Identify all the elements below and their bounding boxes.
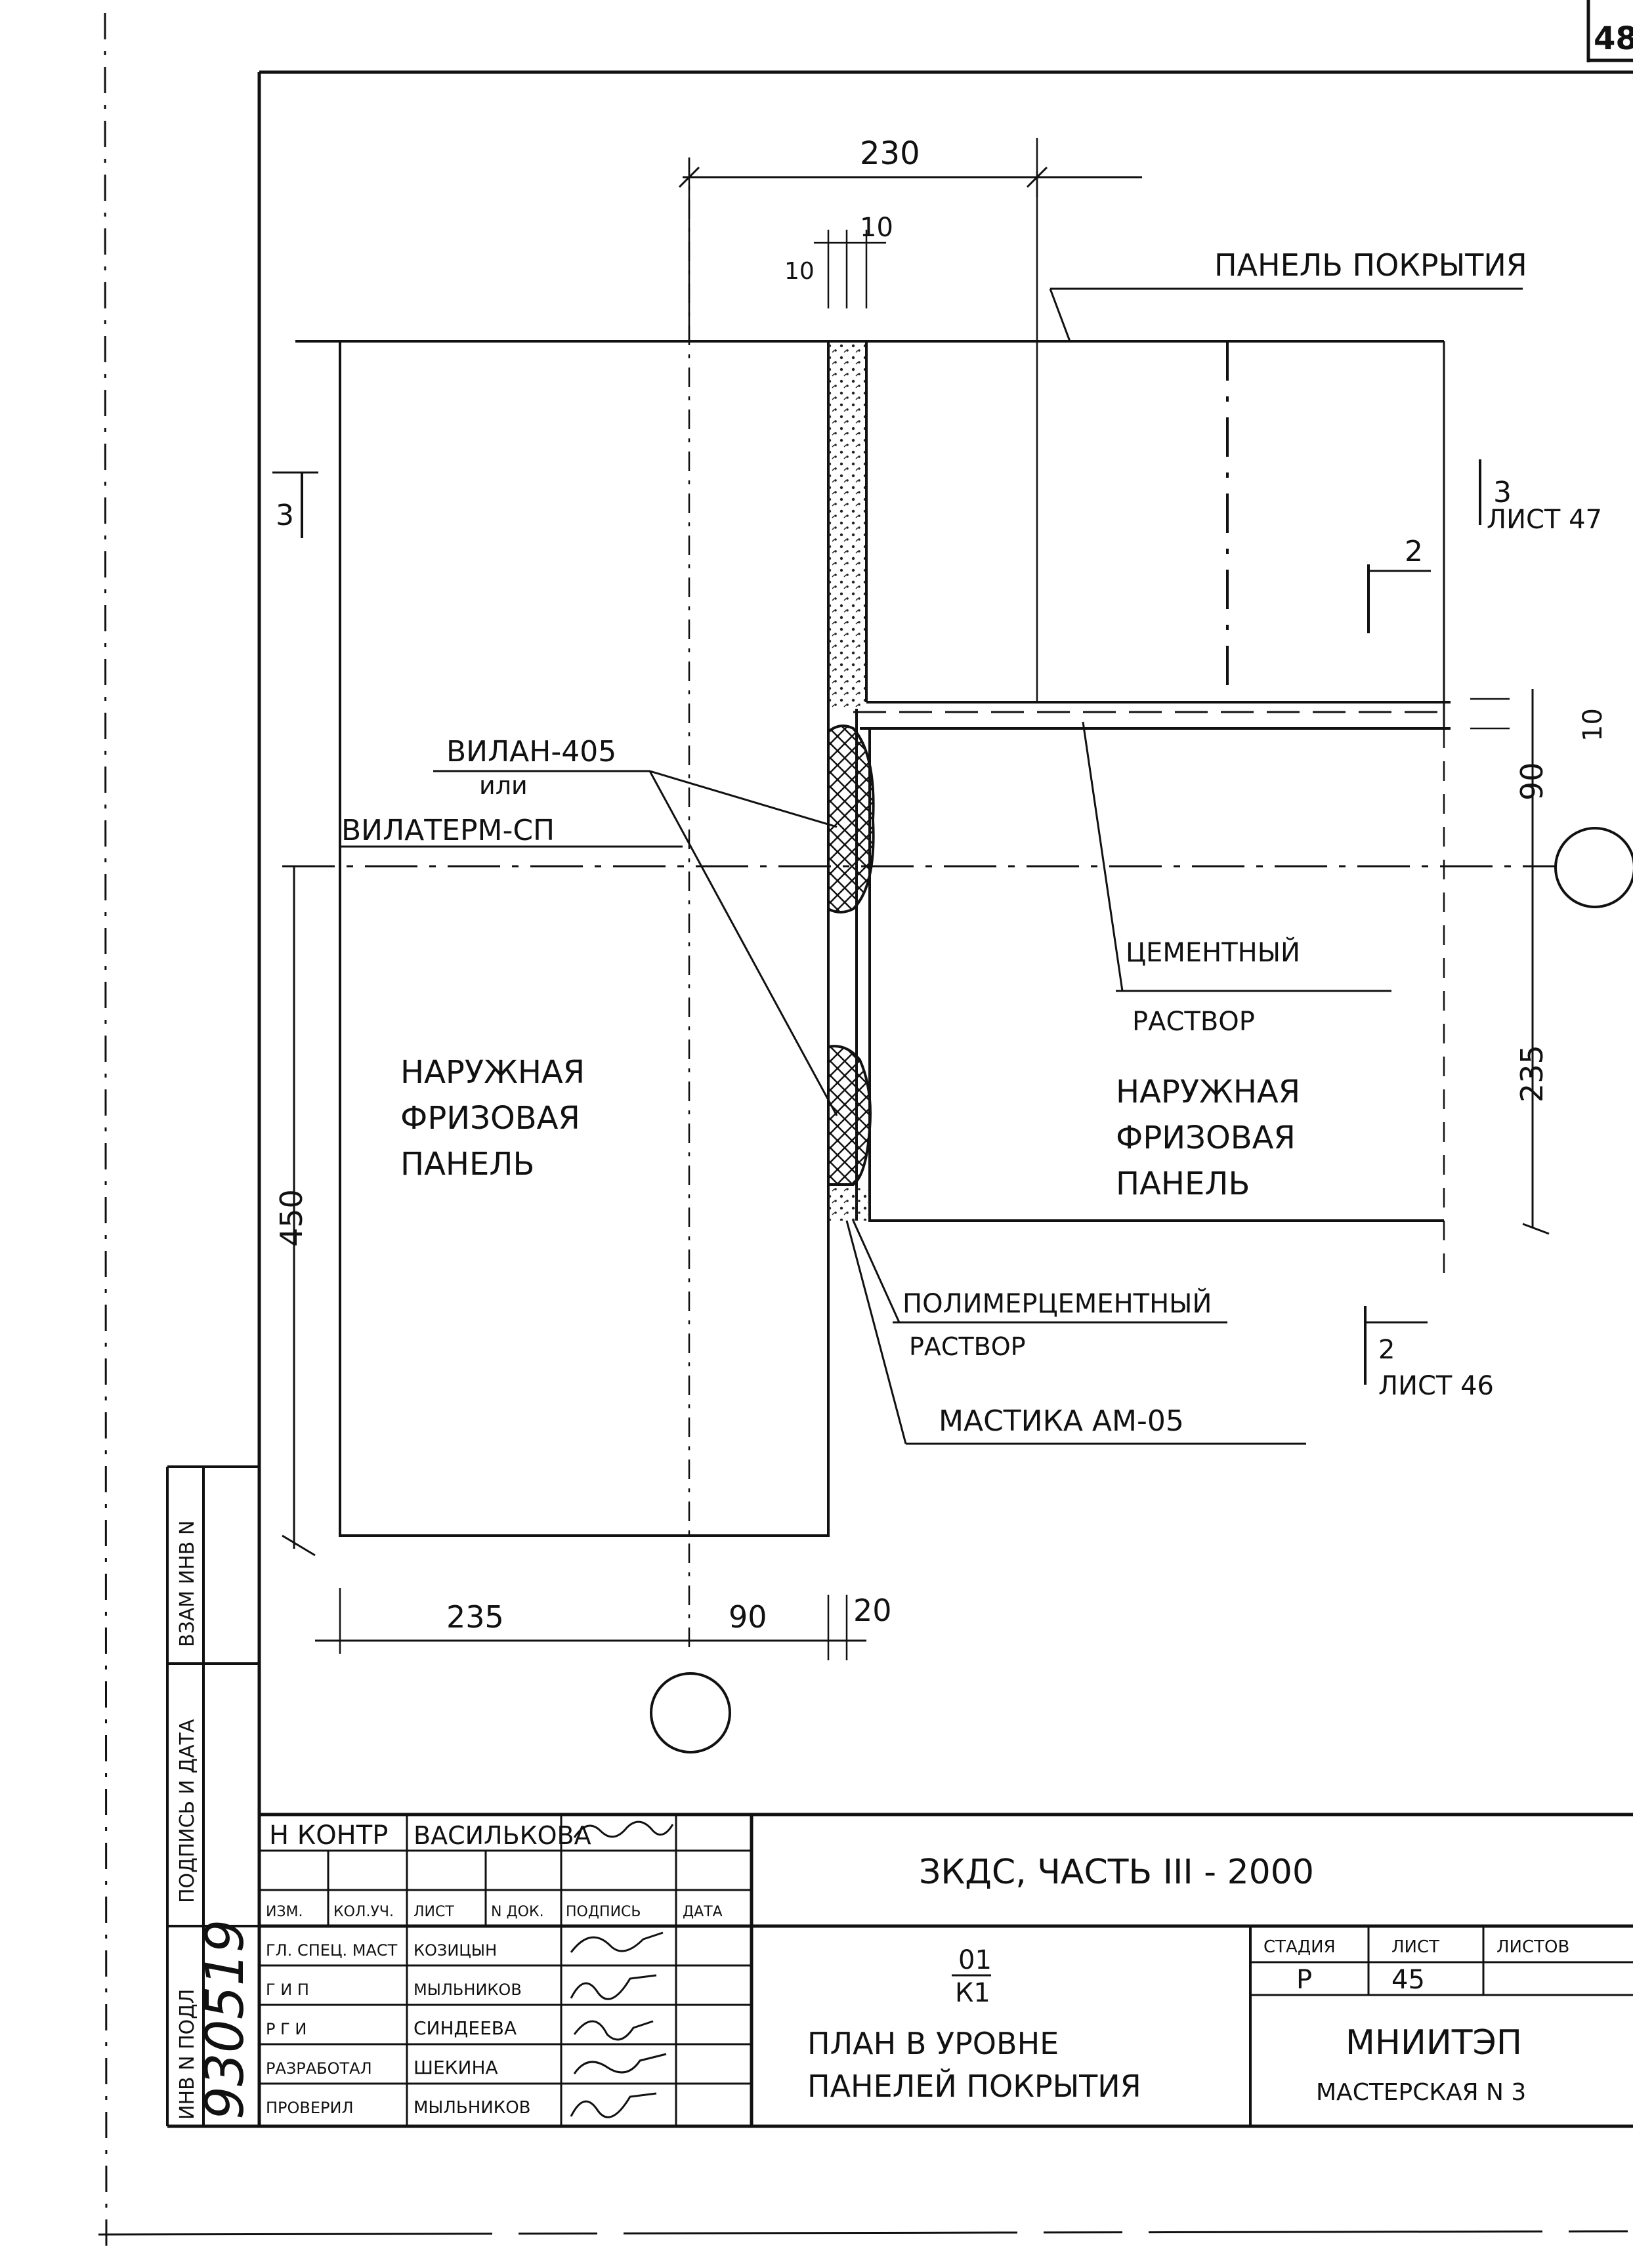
dim-left-450: 450 xyxy=(274,1189,309,1247)
dim-top-10-left: 10 xyxy=(784,258,815,285)
dim-right-90: 90 xyxy=(1514,762,1550,801)
svg-text:МЫЛЬНИКОВ: МЫЛЬНИКОВ xyxy=(414,1981,522,1999)
dim-bottom-20: 20 xyxy=(853,1593,892,1628)
col-stage: СТАДИЯ xyxy=(1263,1937,1336,1957)
sheet-value: 45 xyxy=(1391,1965,1425,1995)
callout-roof-panel: ПАНЕЛЬ ПОКРЫТИЯ xyxy=(1049,247,1527,342)
section-2-top: 2 xyxy=(1405,535,1423,568)
dim-top-10-right: 10 xyxy=(860,213,893,243)
svg-text:ИЗМ.: ИЗМ. xyxy=(266,1904,303,1920)
callout-polymer: ПОЛИМЕРЦЕМЕНТНЫЙ РАСТВОР xyxy=(852,1220,1227,1361)
svg-text:ЦЕМЕНТНЫЙ: ЦЕМЕНТНЫЙ xyxy=(1126,936,1300,968)
svg-text:ДАТА: ДАТА xyxy=(683,1904,723,1920)
sheet-corner-number: 48 xyxy=(1594,20,1633,57)
signers-table: ГЛ. СПЕЦ. МАСТ КОЗИЦЫН Г И П МЫЛЬНИКОВ Р… xyxy=(266,1941,531,2118)
signatures xyxy=(570,1820,674,2118)
callout-vilan: ВИЛАН-405 или ВИЛАТЕРМ-СП xyxy=(341,735,838,1116)
svg-text:ПАНЕЛЬ ПОКРЫТИЯ: ПАНЕЛЬ ПОКРЫТИЯ xyxy=(1214,247,1527,283)
sheet-code-top: 01 xyxy=(958,1945,992,1975)
norm-control-role: Н КОНТР xyxy=(269,1820,388,1851)
workshop: МАСТЕРСКАЯ N 3 xyxy=(1316,2079,1526,2106)
svg-text:КОЗИЦЫН: КОЗИЦЫН xyxy=(414,1941,497,1960)
drawing-title-2: ПАНЕЛЕЙ ПОКРЫТИЯ xyxy=(807,2068,1141,2104)
section-3-right-sheet: ЛИСТ 47 xyxy=(1487,505,1602,535)
svg-text:СИНДЕЕВА: СИНДЕЕВА xyxy=(414,2017,517,2039)
svg-text:ГЛ. СПЕЦ. МАСТ: ГЛ. СПЕЦ. МАСТ xyxy=(266,1941,398,1960)
title-block xyxy=(259,1813,1633,2126)
panel-left-label: НАРУЖНАЯ ФРИЗОВАЯ ПАНЕЛЬ xyxy=(400,1054,585,1183)
svg-text:ШЕКИНА: ШЕКИНА xyxy=(414,2057,498,2078)
svg-text:РАЗРАБОТАЛ: РАЗРАБОТАЛ xyxy=(266,2059,372,2078)
stamp-inv-number: 930519 xyxy=(194,1920,255,2120)
svg-text:МАСТИКА АМ-05: МАСТИКА АМ-05 xyxy=(939,1404,1184,1438)
left-frieze-panel xyxy=(295,340,1444,1537)
svg-text:Р Г И: Р Г И xyxy=(266,2020,307,2038)
svg-text:ПАНЕЛЬ: ПАНЕЛЬ xyxy=(400,1146,534,1183)
svg-text:ФРИЗОВАЯ: ФРИЗОВАЯ xyxy=(1116,1120,1296,1156)
dim-bottom-235: 235 xyxy=(446,1599,504,1635)
svg-text:ЛИСТ: ЛИСТ xyxy=(414,1904,454,1920)
section-2-bottom: 2 xyxy=(1378,1335,1395,1365)
stamp-inv-podl: ИНВ N ПОДЛ xyxy=(176,1989,199,2120)
callout-mastic: МАСТИКА АМ-05 xyxy=(845,1220,1306,1445)
svg-text:НАРУЖНАЯ: НАРУЖНАЯ xyxy=(400,1054,585,1091)
svg-text:N ДОК.: N ДОК. xyxy=(491,1904,544,1920)
section-3-left: 3 xyxy=(276,499,294,532)
dim-bottom-90: 90 xyxy=(729,1599,767,1635)
svg-text:ПАНЕЛЬ: ПАНЕЛЬ xyxy=(1116,1166,1250,1202)
dim-top-230: 230 xyxy=(860,135,920,172)
organization: МНИИТЭП xyxy=(1346,2023,1522,2063)
svg-text:ФРИЗОВАЯ: ФРИЗОВАЯ xyxy=(400,1100,580,1137)
stamp-podl-data: ПОДПИСЬ И ДАТА xyxy=(176,1719,199,1903)
drawing-frame xyxy=(167,70,1633,2128)
dim-right: 90 235 10 xyxy=(1470,689,1608,1235)
dim-right-10: 10 xyxy=(1578,708,1608,742)
svg-text:или: или xyxy=(479,771,528,800)
section-marks: 3 3 ЛИСТ 47 2 2 ЛИСТ 46 xyxy=(272,459,1602,1401)
svg-text:ПОЛИМЕРЦЕМЕНТНЫЙ: ПОЛИМЕРЦЕМЕНТНЫЙ xyxy=(902,1288,1212,1319)
right-frieze-panel xyxy=(868,728,1445,1280)
svg-text:РАСТВОР: РАСТВОР xyxy=(1132,1007,1255,1037)
svg-text:КОЛ.УЧ.: КОЛ.УЧ. xyxy=(333,1904,394,1920)
sheet-edges xyxy=(98,0,1633,2258)
svg-text:ВИЛАН-405: ВИЛАН-405 xyxy=(446,735,616,768)
sheet-code-bottom: К1 xyxy=(955,1978,990,2008)
header-row: ИЗМ. КОЛ.УЧ. ЛИСТ N ДОК. ПОДПИСЬ ДАТА xyxy=(266,1904,723,1920)
project-code: ЗКДС, ЧАСТЬ III - 2000 xyxy=(919,1853,1314,1892)
svg-text:НАРУЖНАЯ: НАРУЖНАЯ xyxy=(1116,1074,1300,1110)
dim-bottom: 235 90 20 xyxy=(315,1588,892,1660)
col-sheet: ЛИСТ xyxy=(1391,1937,1439,1957)
dim-top: 230 10 10 xyxy=(678,135,1142,341)
callout-cement: ЦЕМЕНТНЫЙ РАСТВОР xyxy=(1082,721,1391,1037)
axis-lines xyxy=(282,827,1633,1754)
section-3-right: 3 xyxy=(1493,476,1512,509)
dim-left: 450 xyxy=(274,866,316,1557)
gasket-vilan xyxy=(827,724,875,1186)
drawing-title-1: ПЛАН В УРОВНЕ xyxy=(807,2026,1059,2061)
roof-panel-right xyxy=(853,171,1451,730)
norm-control-name: ВАСИЛЬКОВА xyxy=(414,1821,591,1850)
dim-right-235: 235 xyxy=(1514,1045,1550,1102)
side-stamps: ВЗАМ ИНВ N ПОДПИСЬ И ДАТА ИНВ N ПОДЛ 930… xyxy=(166,1465,259,2126)
stamp-vzam-inv: ВЗАМ ИНВ N xyxy=(176,1521,199,1647)
svg-text:Г И П: Г И П xyxy=(266,1981,309,1999)
svg-text:ПОДПИСЬ: ПОДПИСЬ xyxy=(566,1904,641,1920)
svg-text:РАСТВОР: РАСТВОР xyxy=(909,1332,1026,1361)
svg-text:МЫЛЬНИКОВ: МЫЛЬНИКОВ xyxy=(414,2098,531,2118)
col-sheets: ЛИСТОВ xyxy=(1496,1937,1569,1957)
stage-value: Р xyxy=(1296,1965,1312,1995)
section-2-bottom-sheet: ЛИСТ 46 xyxy=(1378,1371,1494,1401)
panel-right-label: НАРУЖНАЯ ФРИЗОВАЯ ПАНЕЛЬ xyxy=(1116,1074,1300,1202)
svg-text:ВИЛАТЕРМ-СП: ВИЛАТЕРМ-СП xyxy=(341,814,555,847)
svg-text:ПРОВЕРИЛ: ПРОВЕРИЛ xyxy=(266,2099,354,2117)
